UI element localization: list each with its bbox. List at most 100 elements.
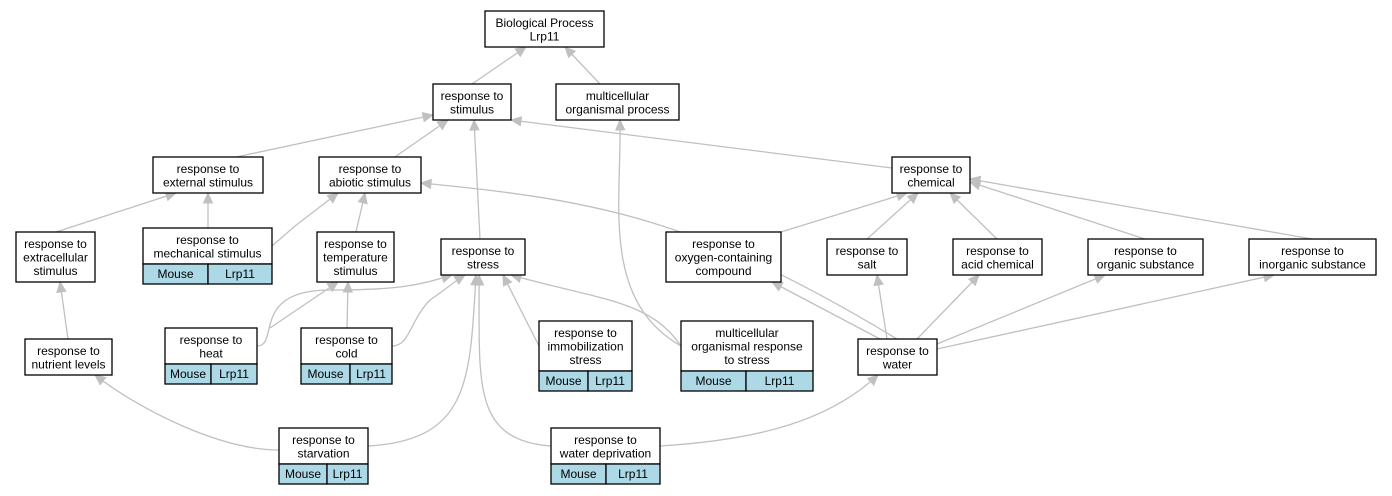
species-label: Mouse — [695, 374, 731, 388]
node-label-line: response to — [37, 344, 100, 358]
node-label-line: nutrient levels — [31, 357, 105, 371]
node-label-line: response to — [441, 89, 504, 103]
species-label: Mouse — [307, 367, 343, 381]
edge-line — [936, 274, 1275, 350]
node-label-line: chemical — [907, 175, 954, 189]
edge-arrowhead — [866, 374, 879, 387]
edge-line — [510, 119, 893, 169]
edge-arrowhead — [614, 118, 626, 131]
edge-line — [502, 274, 540, 347]
edge-cold-to-stress — [391, 274, 467, 347]
node-label-line: oxygen-containing — [675, 251, 772, 265]
gene-label: Lrp11 — [333, 467, 363, 481]
node-label-line: stimulus — [333, 264, 377, 278]
gene-cell — [349, 363, 393, 385]
edge-line — [936, 274, 1106, 345]
node-box — [826, 238, 908, 276]
edge-arrowhead — [453, 274, 467, 285]
edge-arrowhead — [342, 280, 354, 293]
node-label-line: water — [882, 357, 912, 371]
node-label-line: response to — [900, 162, 963, 176]
gene-label: Lrp11 — [765, 374, 795, 388]
gene-cell — [605, 463, 661, 485]
node-label-line: response to — [452, 244, 515, 258]
edge-multistress-to-multicellular — [614, 118, 682, 347]
node-label-line: to stress — [724, 353, 769, 367]
node-label-line: multicellular — [715, 326, 778, 340]
edge-line — [367, 274, 477, 447]
edge-line — [473, 119, 481, 240]
node-label-line: starvation — [297, 446, 349, 460]
species-label: Mouse — [545, 374, 581, 388]
node-label-line: response to — [554, 326, 617, 340]
edge-waterdep-to-stress — [473, 273, 552, 447]
edge-arrowhead — [421, 112, 435, 123]
node-box — [152, 156, 264, 194]
node-box — [1248, 238, 1377, 276]
node-label-line: response to — [574, 433, 637, 447]
edge-arrowhead — [514, 46, 528, 58]
node-label-line: temperature — [323, 251, 388, 265]
edge-line — [916, 274, 980, 340]
node-box — [555, 83, 680, 121]
edge-arrowhead — [873, 273, 884, 287]
node-label-line: stimulus — [33, 264, 77, 278]
node-label-line: water deprivation — [559, 446, 651, 460]
node-label-line: response to — [315, 333, 378, 347]
node-label-line: immobilization — [547, 340, 623, 354]
node-label-line: organic substance — [1097, 257, 1195, 271]
node-box — [665, 231, 782, 283]
edge-arrowhead — [509, 116, 523, 127]
edge-arrowhead — [326, 192, 339, 204]
node-box — [891, 156, 971, 194]
edge-arrowhead — [326, 281, 340, 293]
edge-oxygen-to-chemical — [780, 191, 909, 233]
edge-arrowhead — [968, 175, 982, 187]
edge-cold-to-temperature — [342, 280, 354, 329]
edge-line — [471, 46, 527, 85]
node-label-line: response to — [1114, 244, 1177, 258]
node-label-line: salt — [858, 257, 877, 271]
edges-layer — [55, 46, 1313, 451]
edge-inorganic-to-chemical — [968, 175, 1313, 240]
edge-arrowhead — [1093, 274, 1107, 284]
edge-arrowhead — [502, 273, 513, 287]
edge-immobilization-to-stress — [502, 273, 540, 347]
species-label: Mouse — [560, 467, 596, 481]
edge-arrowhead — [473, 273, 485, 286]
node-box — [432, 83, 512, 121]
edge-line — [235, 114, 434, 158]
edge-line — [659, 374, 879, 447]
node-label-line: cold — [335, 346, 357, 360]
edge-water-to-abiotic — [419, 178, 898, 340]
edge-stimulus-to-root — [471, 46, 528, 85]
edge-line — [420, 182, 898, 340]
node-label-line: mechanical stimulus — [153, 246, 261, 260]
edge-line — [256, 274, 453, 347]
edge-mechanical-to-external — [202, 191, 214, 228]
edge-arrowhead — [436, 119, 449, 131]
